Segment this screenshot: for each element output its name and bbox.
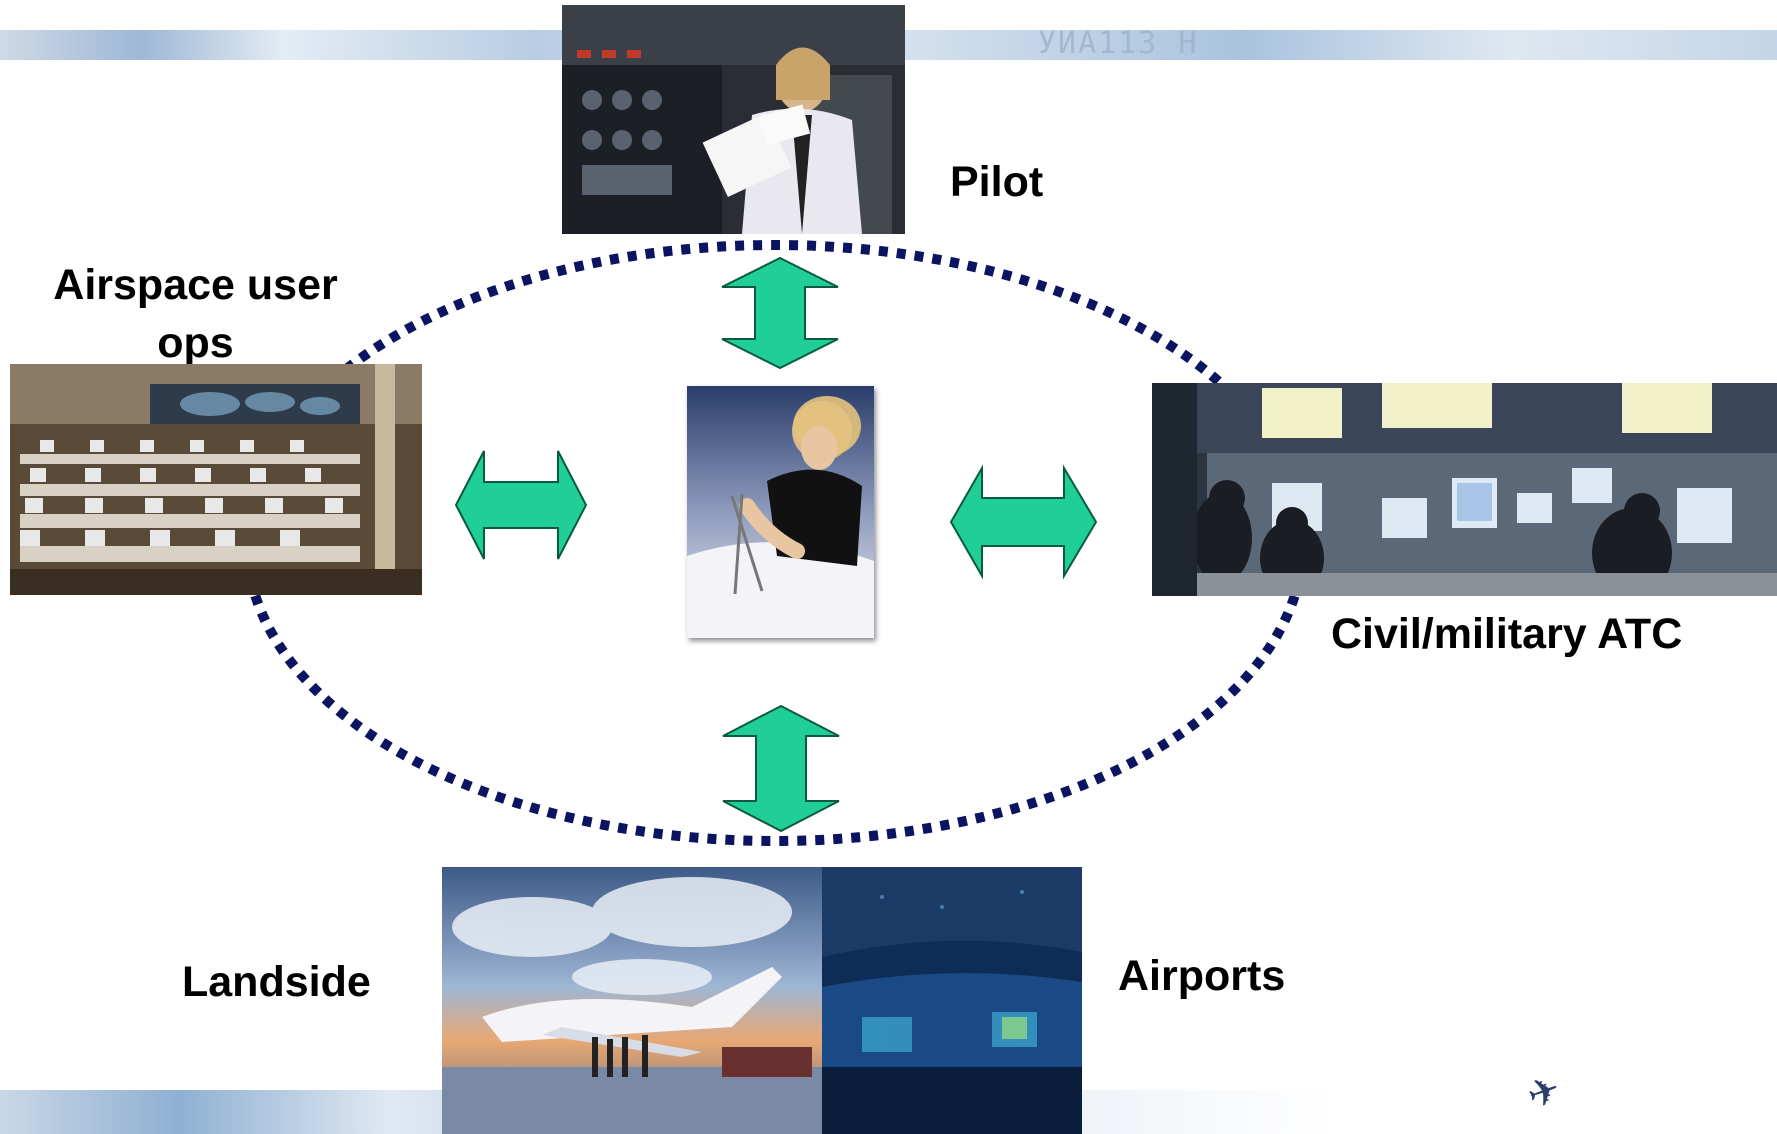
arrow-right-horizontal <box>949 464 1098 580</box>
arrow-left-horizontal <box>454 450 588 560</box>
airspace-user-ops-photo <box>10 364 422 595</box>
label-civil-military-atc: Civil/military ATC <box>1331 610 1683 658</box>
header-band-text: УИА113 Н <box>1038 26 1199 61</box>
center-planner-photo <box>687 386 874 638</box>
arrow-bottom-vertical <box>722 704 840 833</box>
label-pilot: Pilot <box>950 158 1044 206</box>
pilot-photo <box>562 5 905 234</box>
civil-military-atc-photo <box>1152 383 1777 596</box>
label-airspace-user-ops: Airspace user ops <box>53 261 338 367</box>
label-landside: Landside <box>182 958 371 1006</box>
label-airports: Airports <box>1118 952 1286 1000</box>
arrow-top-vertical <box>721 256 839 370</box>
landside-jet-photo <box>442 867 822 1134</box>
airports-tower-photo <box>822 867 1082 1134</box>
